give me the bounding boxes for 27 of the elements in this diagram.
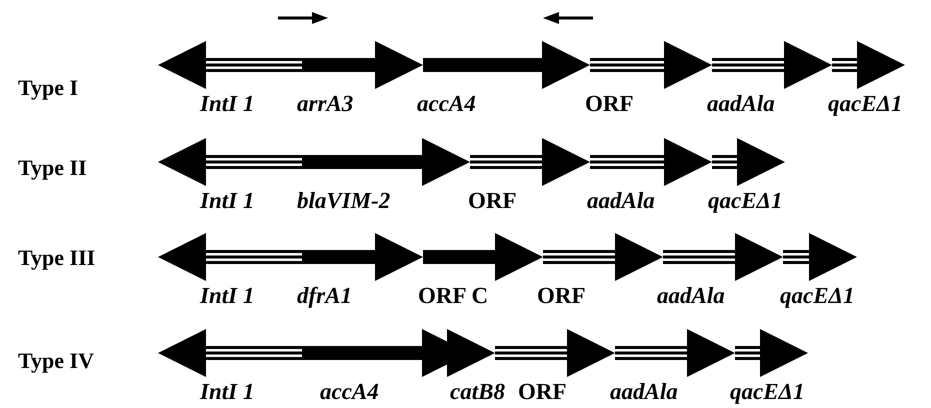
row-label: Type I bbox=[18, 75, 78, 101]
gene-label: aadAla bbox=[610, 379, 678, 405]
gene-label: ORF bbox=[518, 379, 567, 405]
gene-label: aadAla bbox=[657, 283, 725, 309]
gene-label: IntI 1 bbox=[200, 91, 254, 117]
gene-label: qacEΔ1 bbox=[708, 188, 782, 214]
gene-label: qacEΔ1 bbox=[730, 379, 804, 405]
gene-label: aadAla bbox=[587, 188, 655, 214]
row-label: Type II bbox=[18, 155, 87, 181]
row-label: Type IV bbox=[18, 348, 94, 374]
gene-label: qacEΔ1 bbox=[828, 91, 902, 117]
gene-label: ORF bbox=[585, 91, 634, 117]
gene-label: IntI 1 bbox=[200, 379, 254, 405]
gene-label: ORF C bbox=[418, 283, 488, 309]
gene-label: aadAla bbox=[707, 91, 775, 117]
gene-label: catB8 bbox=[450, 379, 505, 405]
gene-label: accA4 bbox=[320, 379, 379, 405]
row-label: Type III bbox=[18, 245, 96, 271]
gene-label: accA4 bbox=[417, 91, 476, 117]
gene-label: IntI 1 bbox=[200, 188, 254, 214]
gene-label: arrA3 bbox=[297, 91, 354, 117]
gene-label: blaVIM-2 bbox=[297, 188, 390, 214]
gene-label: ORF bbox=[468, 188, 517, 214]
gene-label: ORF bbox=[537, 283, 586, 309]
gene-label: IntI 1 bbox=[200, 283, 254, 309]
gene-label: dfrA1 bbox=[297, 283, 352, 309]
gene-label: qacEΔ1 bbox=[780, 283, 854, 309]
